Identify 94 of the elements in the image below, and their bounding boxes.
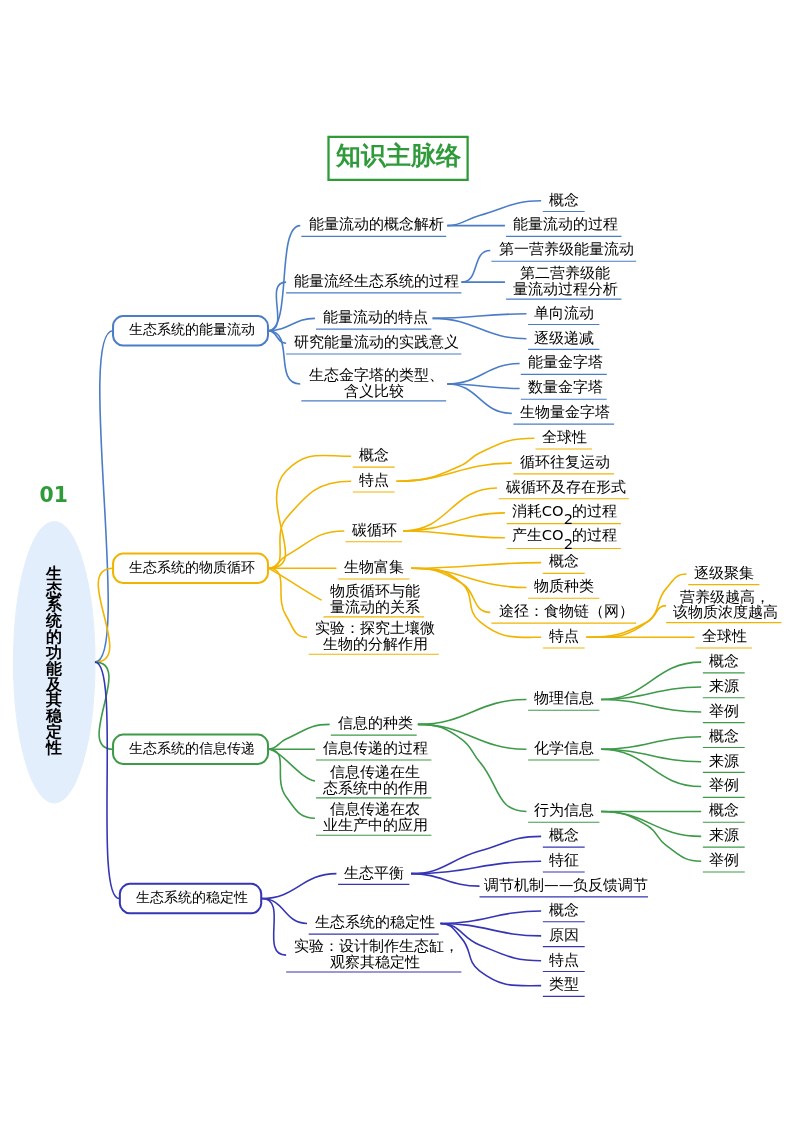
node-text: 生态系统的稳定性 — [315, 913, 435, 931]
node-text: 能量流动的特点 — [322, 308, 428, 326]
node-text: 能量金字塔 — [527, 353, 603, 371]
node-text: 概念 — [708, 652, 739, 669]
node-text: 信息的种类 — [337, 714, 413, 732]
node-text: 研究能量流动的实践意义 — [293, 333, 459, 351]
node-text: 举例 — [708, 776, 739, 794]
node-text: 概念 — [548, 552, 579, 570]
node-text: 营养级越高，该物质浓度越高 — [672, 587, 778, 621]
connector — [266, 480, 352, 570]
connector — [395, 462, 512, 482]
connector — [599, 748, 702, 788]
connector — [401, 530, 506, 539]
connector — [409, 567, 542, 639]
node-text: 单向流动 — [533, 303, 594, 321]
connector — [445, 199, 542, 227]
node-box: 生态系统的稳定性 — [118, 882, 262, 915]
node-text: 特征 — [548, 851, 579, 869]
node-text: 概念 — [358, 446, 389, 464]
node-text: 碳循环及存在形式 — [505, 477, 626, 495]
connector — [585, 636, 695, 639]
node-text: 特点 — [358, 471, 389, 489]
node-text: 特点 — [548, 950, 579, 968]
node-text: 信息传递在农业生产中的应用 — [322, 800, 428, 833]
node-text: 生态金字塔的类型、含义比较 — [308, 365, 444, 399]
node-text: 实验：探究土壤微生物的分解作用 — [315, 619, 435, 653]
connector — [445, 383, 512, 415]
connector — [416, 723, 527, 813]
node-ellipse: 生态系统的功能及其稳定性 — [12, 520, 96, 804]
connector — [266, 567, 322, 601]
connector — [599, 810, 702, 862]
node-text: 生态平衡 — [343, 863, 404, 881]
node-text: 逐级聚集 — [693, 563, 754, 581]
connector — [266, 330, 301, 385]
connector — [266, 748, 316, 820]
connector — [395, 437, 535, 482]
node-text: 概念 — [548, 826, 579, 844]
node-text: 生物量金字塔 — [519, 403, 610, 421]
connector — [260, 897, 287, 956]
node-text: 概念 — [708, 801, 739, 819]
node-text: 概念 — [708, 726, 739, 744]
node-text: 物质种类 — [533, 577, 594, 595]
node-text: 举例 — [708, 701, 739, 719]
node-text: 来源 — [708, 751, 739, 769]
node-text: 物质循环与能量流动的关系 — [329, 581, 420, 615]
node-text: 调节机制——负反馈调节 — [483, 875, 648, 893]
node-text: 循环往复运动 — [519, 452, 610, 470]
connector — [266, 748, 316, 782]
node-text: 第二营养级能量流动过程分析 — [512, 264, 618, 297]
node-text: 生物富集 — [343, 558, 404, 576]
node-text: 实验：设计制作生态缸，观察其稳定性 — [293, 937, 459, 970]
node-text: 能量流动的概念解析 — [308, 215, 444, 233]
node-text: 全球性 — [541, 428, 587, 446]
connector — [266, 530, 345, 570]
connector — [93, 661, 114, 751]
connector — [409, 872, 480, 887]
connector — [460, 281, 506, 283]
node-box: 生态系统的信息传递 — [111, 733, 269, 765]
connector — [266, 454, 352, 570]
node-text: 数量金字塔 — [527, 378, 603, 396]
node-text: 碳循环 — [351, 520, 397, 538]
label: 01 — [39, 483, 68, 508]
node-text: 第一营养级能量流动 — [498, 240, 634, 258]
node-text: 来源 — [708, 826, 739, 844]
node-text: 概念 — [548, 190, 579, 208]
connector — [599, 736, 702, 751]
node-text: 全球性 — [701, 627, 747, 645]
connector — [266, 567, 337, 570]
diagram-title: 知识主脉络 — [335, 140, 461, 170]
node-text: 举例 — [708, 851, 739, 869]
connector — [266, 748, 316, 751]
node-text: 途径：食物链（网） — [498, 602, 634, 620]
node-text: 特点 — [548, 627, 579, 645]
node-text: 信息传递在生态系统中的作用 — [322, 762, 428, 796]
node-text: 类型 — [548, 975, 579, 993]
node-text: 逐级递减 — [533, 328, 594, 346]
node-box: 生态系统的能量流动 — [111, 315, 269, 347]
node-box: 生态系统的物质循环 — [111, 552, 269, 584]
node-text: 来源 — [708, 676, 739, 694]
connector — [439, 922, 542, 987]
node-text: 概念 — [548, 900, 579, 918]
connector — [266, 567, 308, 639]
connector — [445, 224, 506, 227]
node-text: 原因 — [548, 925, 579, 943]
node-text: 能量流动的过程 — [512, 215, 618, 233]
node-text: 物理信息 — [533, 689, 594, 707]
connector — [93, 661, 120, 900]
connector — [266, 723, 330, 751]
connector — [599, 698, 702, 713]
node-text: 行为信息 — [533, 801, 594, 819]
node-text: 能量流经生态系统的过程 — [293, 271, 459, 289]
connector — [431, 317, 527, 340]
node-text: 信息传递的过程 — [322, 739, 428, 757]
node-text: 化学信息 — [533, 739, 594, 757]
